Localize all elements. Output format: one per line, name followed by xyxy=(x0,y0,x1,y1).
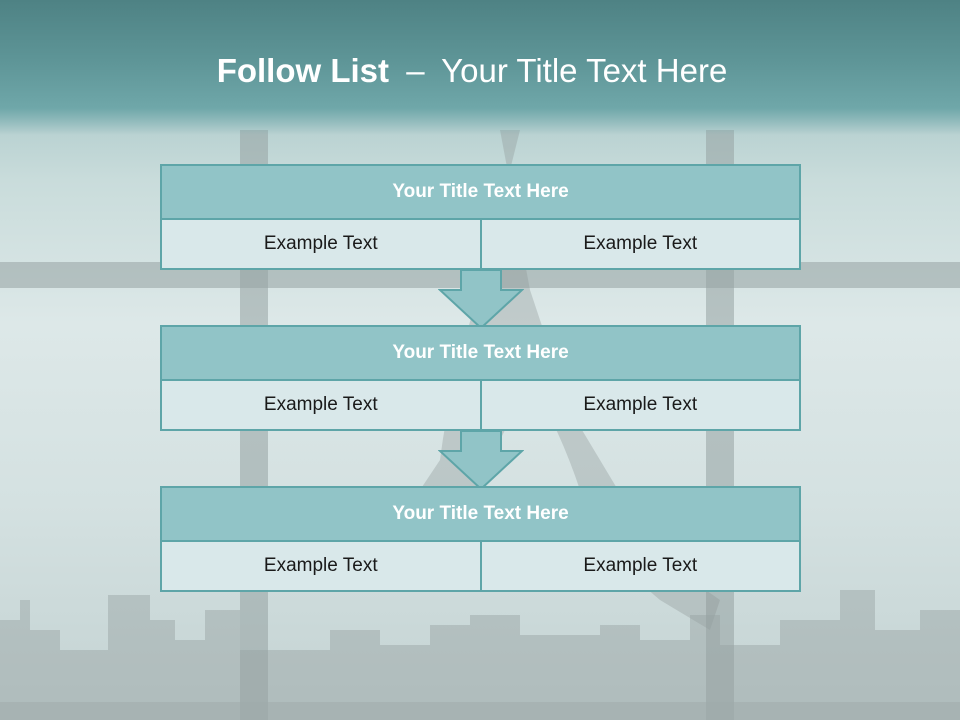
header-band xyxy=(0,0,960,135)
down-arrow-icon xyxy=(438,431,524,491)
list-block: Your Title Text Here Example Text Exampl… xyxy=(160,486,801,592)
slide-title: Follow List – Your Title Text Here xyxy=(0,52,944,90)
block-cell-right: Example Text xyxy=(479,220,800,268)
block-cell-right: Example Text xyxy=(479,381,800,429)
block-title: Your Title Text Here xyxy=(160,164,801,220)
list-block: Your Title Text Here Example Text Exampl… xyxy=(160,325,801,431)
block-title: Your Title Text Here xyxy=(160,486,801,542)
block-cell-left: Example Text xyxy=(263,394,378,415)
down-arrow-icon xyxy=(438,270,524,330)
title-bold: Follow List xyxy=(216,52,390,89)
title-dash: – xyxy=(406,52,425,89)
list-block: Your Title Text Here Example Text Exampl… xyxy=(160,164,801,270)
block-cell-right: Example Text xyxy=(479,542,800,590)
city-skyline xyxy=(0,590,960,720)
floor-strip xyxy=(0,702,960,720)
title-rest: Your Title Text Here xyxy=(441,52,728,89)
block-row: Example Text Example Text xyxy=(160,381,801,431)
block-cell-left: Example Text xyxy=(263,555,378,576)
block-row: Example Text Example Text xyxy=(160,220,801,270)
block-title: Your Title Text Here xyxy=(160,325,801,381)
block-cell-left: Example Text xyxy=(263,233,378,254)
block-row: Example Text Example Text xyxy=(160,542,801,592)
